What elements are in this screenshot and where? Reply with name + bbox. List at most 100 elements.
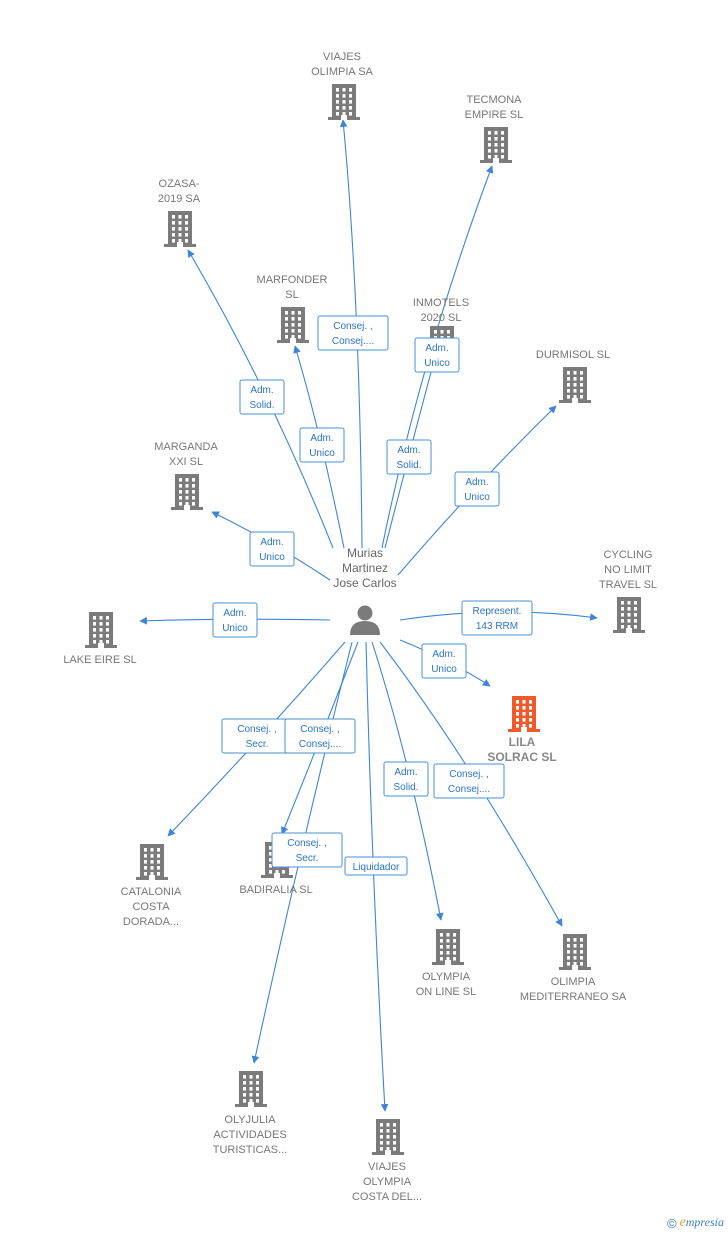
building-icon[interactable] (559, 367, 591, 403)
edge-label-lake-eire[interactable]: Adm.Unico (212, 602, 258, 638)
company-name-line: EMPIRE SL (465, 109, 524, 121)
building-window (440, 951, 443, 955)
building-window (172, 239, 175, 243)
building-icon[interactable] (235, 1071, 267, 1107)
building-icon[interactable] (277, 307, 309, 343)
edge-label-olympia-online[interactable]: Adm.Solid. (383, 761, 429, 797)
edge-label-lila[interactable]: Adm.Unico (421, 643, 467, 679)
building-window (529, 724, 532, 728)
edge-label-text: Secr. (296, 853, 319, 864)
building-door (177, 242, 183, 247)
building-door (626, 628, 632, 633)
edge-label-box (317, 315, 389, 351)
building-door (341, 115, 347, 120)
building-window (342, 100, 346, 104)
building-window (298, 311, 301, 315)
company-node-tecmona[interactable]: TECMONA EMPIRE SL (465, 94, 524, 163)
building-window (380, 1123, 383, 1127)
building-window (393, 1147, 396, 1151)
building-window (178, 233, 182, 237)
building-window (185, 239, 188, 243)
company-node-olyjulia[interactable]: OLYJULIAACTIVIDADESTURISTICAS... (213, 1071, 288, 1156)
building-window (285, 335, 288, 339)
building-window (580, 962, 583, 966)
edge-label-cycling[interactable]: Represent.143 RRM (461, 600, 533, 636)
edge-label-badiralia[interactable]: Consej. ,Consej.... (284, 718, 356, 754)
company-name-line: OZASA- (159, 178, 200, 190)
building-window (157, 848, 160, 852)
edge-label-text: Consej. , (237, 724, 276, 735)
edge-label-text: Consej.... (299, 739, 341, 750)
edge-label-text: Adm. (465, 477, 488, 488)
building-icon[interactable] (508, 696, 540, 732)
edge-label-olyjulia[interactable]: Consej. ,Secr. (271, 832, 343, 868)
edge-label-marganda[interactable]: Adm.Unico (249, 531, 295, 567)
building-window (573, 956, 577, 960)
building-icon[interactable] (328, 84, 360, 120)
edge-label-marfonder[interactable]: Adm.Unico (299, 427, 345, 463)
building-icon[interactable] (85, 612, 117, 648)
building-window (494, 131, 498, 135)
building-door (98, 643, 104, 648)
building-door (274, 873, 280, 878)
building-window (243, 1087, 246, 1091)
building-icon[interactable] (432, 929, 464, 965)
edge-label-inmotels[interactable]: Adm.Unico (414, 337, 460, 373)
building-door (290, 338, 296, 343)
edge-label-box (344, 856, 408, 876)
building-window (567, 950, 570, 954)
company-node-durmisol[interactable]: DURMISOL SL (536, 349, 610, 403)
building-window (447, 330, 450, 334)
building-window (256, 1081, 259, 1085)
building-window (501, 149, 504, 153)
company-name-line: ON LINE SL (416, 986, 477, 998)
edge-label-text: Secr. (246, 739, 269, 750)
building-window (106, 640, 109, 644)
building-window (440, 933, 443, 937)
edge-label-catalonia[interactable]: Consej. , Secr. (221, 718, 293, 754)
building-window (150, 866, 154, 870)
building-window (501, 131, 504, 135)
building-window (249, 1099, 253, 1103)
company-node-catalonia[interactable]: CATALONIACOSTADORADA... (121, 844, 182, 928)
company-name-line: TECMONA (467, 94, 523, 106)
edge-label-viajes-olympia-costa[interactable]: Liquidador (344, 856, 408, 876)
building-icon[interactable] (171, 474, 203, 510)
building-icon[interactable] (136, 844, 168, 880)
building-door (184, 505, 190, 510)
company-name-line: 2020 SL (421, 312, 462, 324)
building-window (342, 106, 346, 110)
building-icon[interactable] (559, 934, 591, 970)
edge-label-ozasa[interactable]: Adm.Solid. (239, 379, 285, 415)
building-window (501, 137, 504, 141)
building-window (298, 335, 301, 339)
company-name-line: SOLRAC SL (487, 750, 556, 764)
building-icon[interactable] (480, 127, 512, 163)
building-icon[interactable] (372, 1119, 404, 1155)
building-window (573, 938, 577, 942)
edge-label-olimpia-med[interactable]: Consej. ,Consej.... (433, 763, 505, 799)
edge-label-tecmona[interactable]: Adm.Solid. (386, 439, 432, 475)
building-window (282, 870, 285, 874)
building-window (573, 377, 577, 381)
company-node-ozasa[interactable]: OZASA-2019 SA (158, 178, 201, 247)
building-window (580, 383, 583, 387)
building-window (349, 88, 352, 92)
edge-label-viajes-olimpia[interactable]: Consej. ,Consej.... (317, 315, 389, 351)
building-icon[interactable] (164, 211, 196, 247)
brand-logo: empresia (679, 1215, 724, 1230)
edge-label-durmisol[interactable]: Adm.Unico (454, 471, 500, 507)
company-name-line: OLYJULIA (224, 1114, 276, 1126)
company-node-lake-eire[interactable]: LAKE EIRE SL (63, 612, 137, 666)
building-icon[interactable] (613, 597, 645, 633)
building-window (580, 944, 583, 948)
